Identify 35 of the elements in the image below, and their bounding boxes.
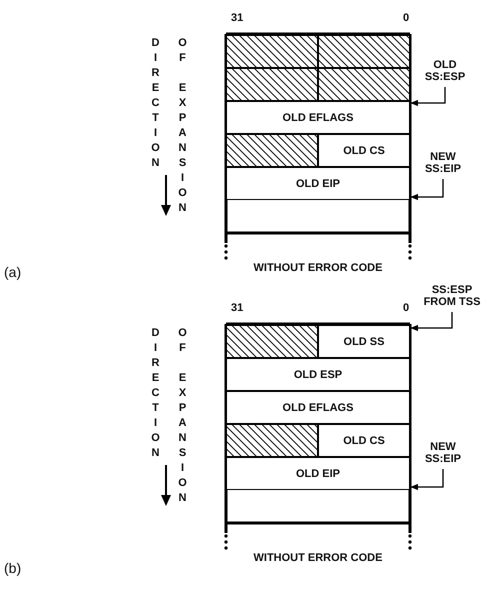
vertical-caption: DIRECTION [150, 326, 161, 461]
pointer-label: NEW SS:EIP [418, 151, 468, 177]
reserved-stack-slot [226, 68, 318, 101]
panel-label: (b) [4, 560, 22, 576]
bit-number: 31 [231, 12, 244, 24]
pointer-label: OLD SS:ESP [420, 59, 470, 85]
stack-cell: OLD SS [318, 325, 410, 358]
pointer-arrow [410, 312, 453, 332]
stack-cell: OLD EIP [226, 167, 410, 200]
pointer-label: SS:ESP FROM TSS [422, 284, 482, 310]
pointer-arrow [410, 87, 446, 106]
stack-cell: OLD CS [318, 424, 410, 457]
vertical-caption: OF EXPANSION [177, 36, 188, 216]
vertical-caption: OF EXPANSION [177, 326, 188, 506]
pointer-label: NEW SS:EIP [418, 441, 468, 467]
panel-label: (a) [4, 264, 22, 280]
stack-cell: OLD EIP [226, 457, 410, 490]
bit-number: 31 [231, 302, 244, 314]
bit-number: 0 [403, 12, 410, 24]
pointer-arrow [410, 179, 444, 200]
pointer-arrow [410, 469, 444, 490]
stack-cell: OLD EFLAGS [226, 391, 410, 424]
reserved-stack-slot [226, 424, 318, 457]
reserved-stack-slot [226, 35, 318, 68]
stack-cell: OLD EFLAGS [226, 101, 410, 134]
stack-caption: WITHOUT ERROR CODE [252, 262, 384, 274]
stack-caption: WITHOUT ERROR CODE [252, 552, 384, 564]
vertical-caption: DIRECTION [150, 36, 161, 171]
bit-number: 0 [403, 302, 410, 314]
reserved-stack-slot [318, 35, 410, 68]
reserved-stack-slot [318, 68, 410, 101]
reserved-stack-slot [226, 134, 318, 167]
reserved-stack-slot [226, 325, 318, 358]
stack-cell: OLD ESP [226, 358, 410, 391]
stack-cell: OLD CS [318, 134, 410, 167]
